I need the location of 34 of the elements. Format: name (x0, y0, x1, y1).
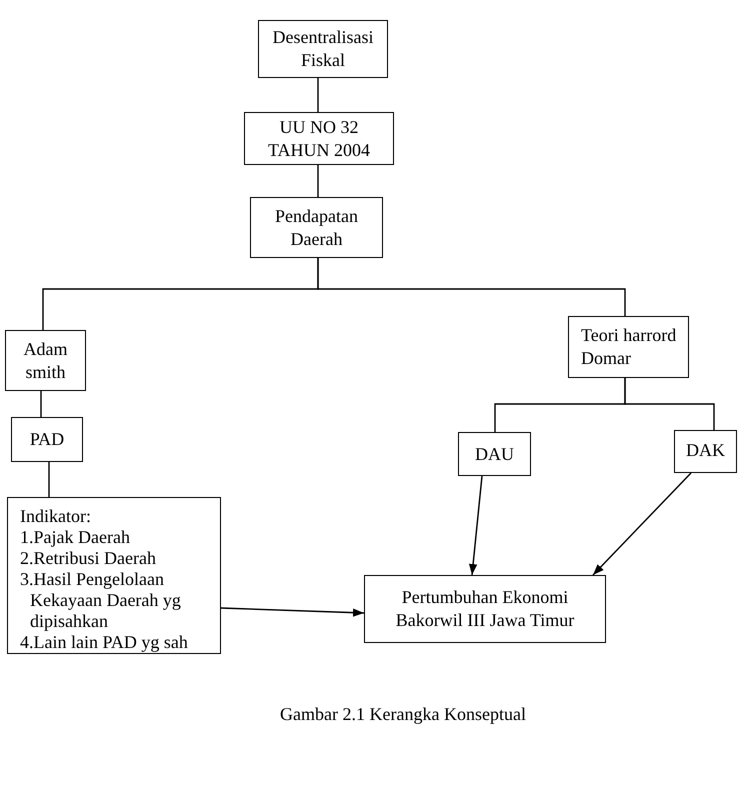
connector-line (317, 78, 319, 112)
box-label: UU NO 32 TAHUN 2004 (266, 116, 372, 162)
concept-box (674, 430, 737, 473)
concept-box (364, 575, 606, 643)
arrow (220, 607, 364, 617)
concept-box (5, 330, 86, 391)
box-label: PAD (30, 428, 64, 451)
arrow (592, 472, 692, 576)
indicator-item: 4.Lain lain PAD yg sah (20, 632, 188, 653)
connector-line (40, 391, 42, 417)
connector-line (317, 258, 626, 316)
box-label: DAU (475, 442, 514, 466)
indicator-box (7, 497, 221, 654)
box-label: Desentralisasi Fiskal (272, 26, 374, 72)
connector-line (624, 378, 715, 430)
box-label: Adam smith (22, 338, 68, 384)
box-label: DAK (686, 439, 725, 462)
concept-box (244, 112, 394, 165)
indicator-item: 1.Pajak Daerah (20, 527, 130, 548)
connector-line (48, 462, 50, 497)
figure-caption: Gambar 2.1 Kerangka Konseptual (280, 703, 526, 726)
concept-box (258, 20, 388, 78)
box-label: Teori harrord Domar (581, 324, 678, 370)
box-label: Pertumbuhan Ekonomi Bakorwil III Jawa Timur (394, 586, 576, 632)
arrow (468, 476, 483, 576)
box-label: Pendapatan Daerah (274, 204, 359, 250)
connector-line (317, 165, 319, 197)
concept-box (11, 417, 83, 462)
concept-box (458, 432, 531, 476)
indicator-item: 2.Retribusi Daerah (20, 548, 156, 569)
concept-box (568, 316, 689, 378)
concept-box (250, 197, 383, 258)
indicator-item: 3.Hasil Pengelolaan Kekayaan Daerah yg dipisahkan (20, 569, 182, 632)
indicator-heading: Indikator: (20, 506, 91, 527)
